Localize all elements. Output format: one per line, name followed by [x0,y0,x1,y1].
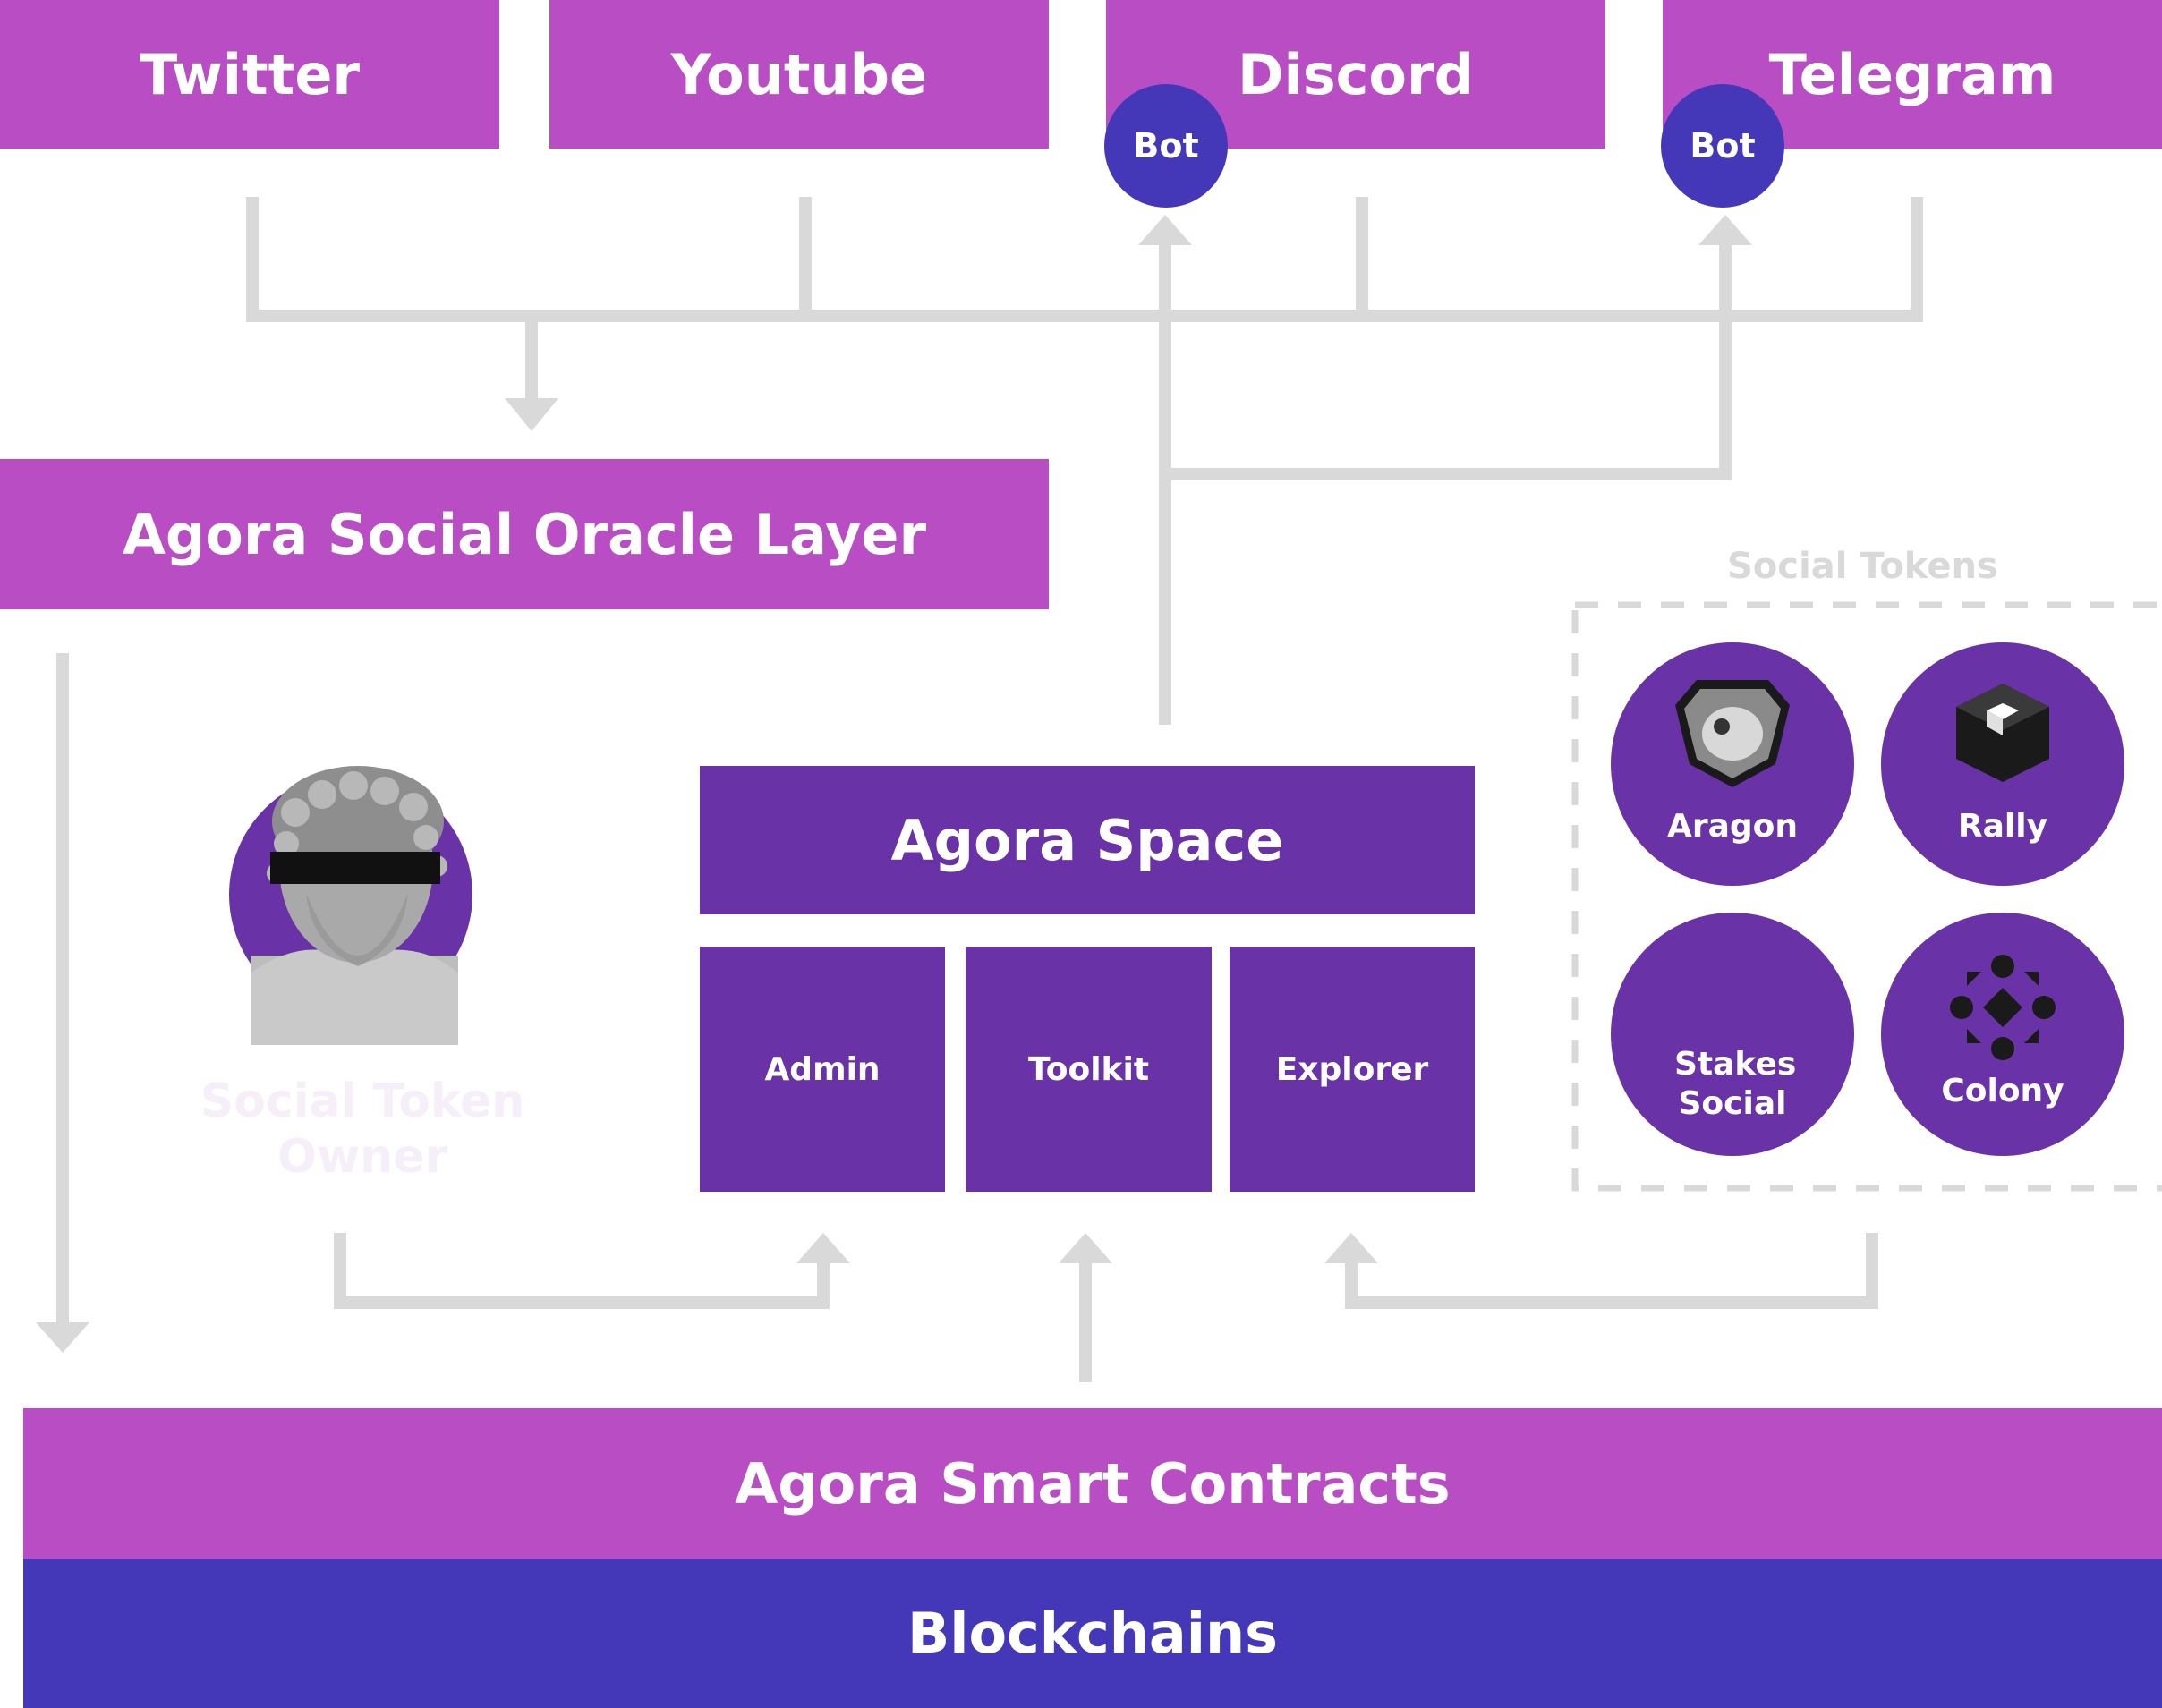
smart-contracts-label: Agora Smart Contracts [735,1450,1451,1517]
admin-label: Admin [764,1050,881,1088]
discord-bot-label: Bot [1133,126,1199,166]
blockchains-label: Blockchains [907,1601,1279,1666]
stakes-social-label: Stakes Social [1674,1046,1797,1122]
aragon-icon [1675,680,1790,787]
aragon-label: Aragon [1666,808,1799,845]
oracle-layer-box: Agora Social Oracle Layer [0,459,1049,609]
statue-bust-icon [229,766,472,1045]
admin-module: Admin [700,947,945,1192]
token-stakes-social: Stakes Social [1611,913,1854,1156]
telegram-bot-label: Bot [1690,126,1756,166]
twitter-box: Twitter [0,0,499,149]
telegram-bot-badge: Bot [1661,84,1784,208]
colony-label: Colony [1941,1073,2064,1109]
token-rally: Rally [1881,642,2124,886]
smart-contracts-box: Agora Smart Contracts [23,1408,2162,1559]
twitter-label: Twitter [140,41,360,107]
discord-label: Discord [1238,41,1474,107]
social-tokens-label: Social Tokens [1727,546,1998,587]
discord-bot-badge: Bot [1104,84,1228,208]
toolkit-module: Toolkit [966,947,1212,1192]
youtube-label: Youtube [670,41,928,107]
owner-label: Social Token Owner [200,1075,525,1184]
oracle-layer-label: Agora Social Oracle Layer [122,501,927,567]
agora-space-label: Agora Space [890,807,1284,873]
youtube-box: Youtube [549,0,1049,149]
token-colony: Colony [1881,913,2124,1156]
owner-avatar [224,759,519,1054]
colony-icon [1950,955,2056,1060]
rally-label: Rally [1957,808,2048,845]
toolkit-label: Toolkit [1027,1050,1150,1088]
agora-space-box: Agora Space [700,766,1475,914]
explorer-module: Explorer [1230,947,1475,1192]
telegram-label: Telegram [1768,41,2056,107]
blockchains-box: Blockchains [23,1559,2162,1708]
explorer-label: Explorer [1275,1050,1429,1088]
rally-icon [1956,684,2049,782]
token-aragon: Aragon [1611,642,1854,886]
